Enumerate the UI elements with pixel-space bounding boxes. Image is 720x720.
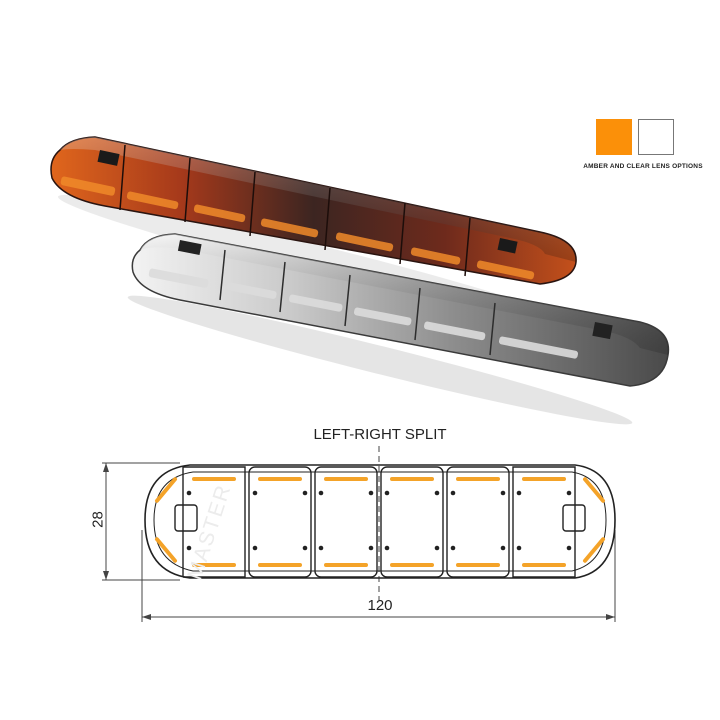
amber-lens-swatch: [596, 119, 632, 155]
split-label: LEFT-RIGHT SPLIT: [313, 426, 447, 443]
clear-light-bar: [127, 233, 670, 425]
dimension-arrows: [103, 463, 615, 620]
clear-lens-swatch: [638, 119, 674, 155]
module-outlines: [182, 466, 576, 578]
lens-options-caption: AMBER AND CLEAR LENS OPTIONS: [583, 163, 703, 170]
end-windows: [174, 504, 586, 532]
length-dimension-label: 120: [367, 597, 393, 614]
mounting-screws: [186, 490, 572, 551]
height-dimension-label: 28: [89, 511, 107, 528]
led-strips: [155, 477, 605, 567]
